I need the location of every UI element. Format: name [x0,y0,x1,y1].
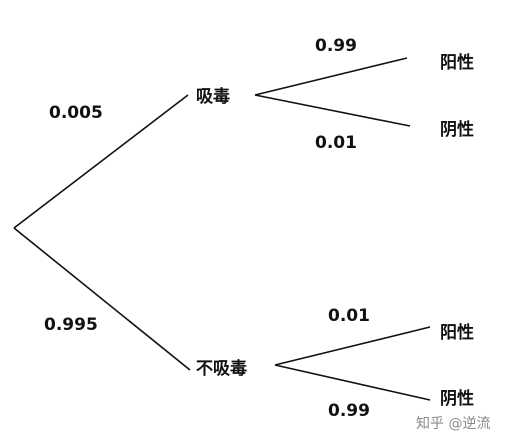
node-nodrug: 不吸毒 [196,359,247,379]
node-drug: 吸毒 [196,87,230,107]
edge-root-to-drug [13,94,189,229]
leaf-nodrug-negative: 阴性 [440,388,474,409]
prob-nodrug-negative: 0.99 [328,401,370,421]
prob-drug-negative: 0.01 [315,133,357,153]
edge-nodrug-to-positive [274,326,431,366]
prob-drug: 0.005 [49,103,103,123]
edge-drug-to-positive [254,57,408,96]
watermark: 知乎 @逆流 [416,415,490,432]
leaf-drug-negative: 阴性 [440,119,474,140]
edge-root-to-nodrug [13,227,191,371]
prob-nodrug: 0.995 [44,315,98,335]
prob-nodrug-positive: 0.01 [328,306,370,326]
edge-drug-to-negative [254,94,411,127]
leaf-nodrug-positive: 阳性 [440,322,474,343]
leaf-drug-positive: 阳性 [440,52,474,73]
edge-nodrug-to-negative [274,364,431,401]
prob-drug-positive: 0.99 [315,36,357,56]
